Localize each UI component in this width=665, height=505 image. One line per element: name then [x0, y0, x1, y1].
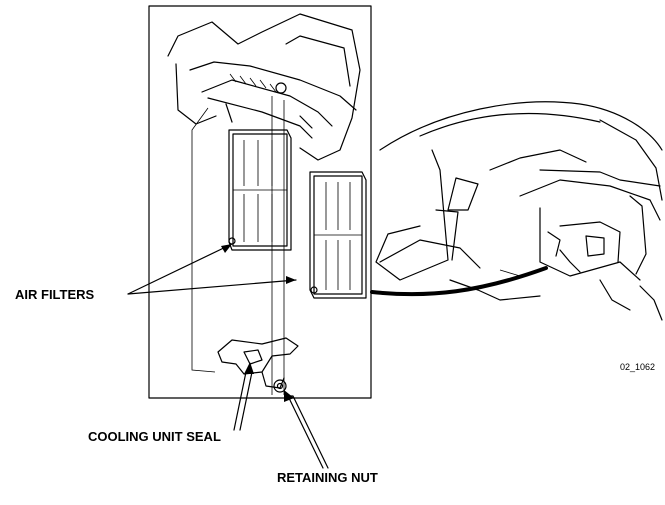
guide-line	[191, 107, 216, 373]
leader-air-filters	[127, 243, 297, 295]
retaining-nut	[273, 379, 287, 393]
connector-curve	[370, 266, 548, 297]
vehicle-interior	[375, 101, 663, 321]
label-air-filters: AIR FILTERS	[15, 287, 95, 302]
inset-frame	[148, 5, 372, 399]
cooling-unit-seal	[217, 337, 299, 389]
figure-id: 02_1062	[620, 362, 656, 372]
label-cooling-unit-seal: COOLING UNIT SEAL	[88, 429, 221, 444]
leader-cooling-unit-seal	[233, 362, 254, 431]
leader-retaining-nut	[284, 390, 329, 469]
air-filter-right	[309, 171, 367, 299]
label-retaining-nut: RETAINING NUT	[277, 470, 378, 485]
cooling-unit-housing	[167, 13, 361, 161]
air-filter-left	[228, 129, 292, 251]
